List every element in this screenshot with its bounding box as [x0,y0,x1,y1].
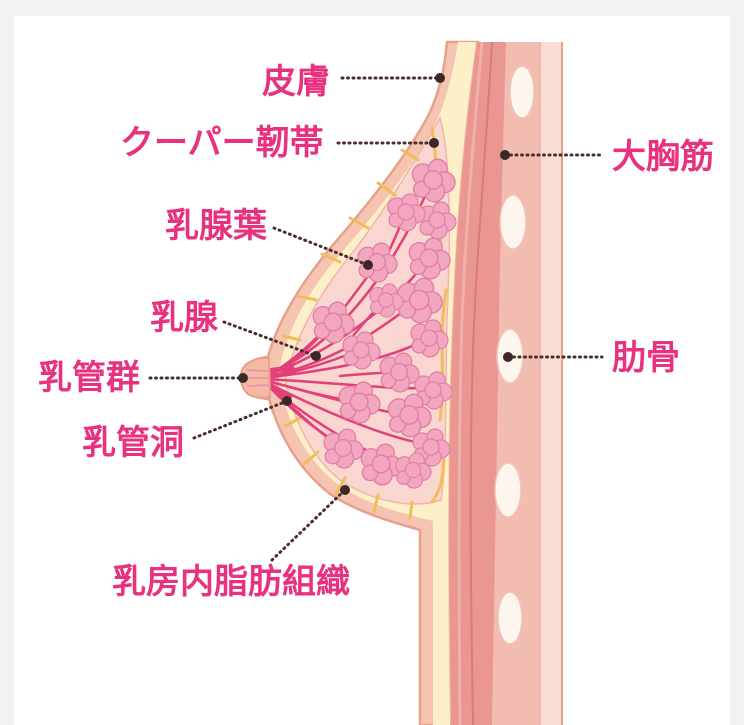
label-rib: 肋骨 [612,338,680,378]
cooper-ligament [320,252,342,264]
cooper-ligament [334,476,347,496]
leader-dot-adipose-tissue [340,485,350,495]
cooper-ligament [296,294,318,302]
rib [509,65,535,119]
muscle-highlight [457,41,484,725]
muscle-fiber-line [469,41,493,725]
label-skin: 皮膚 [262,62,330,102]
leader-dot-pectoralis-major [500,150,510,160]
leader-dot-skin [435,73,445,83]
cooper-ligament [283,416,302,428]
rib [497,591,523,645]
nipple-duct-line [247,384,269,387]
label-adipose-tissue: 乳房内脂肪組織 [112,562,350,602]
rib [499,194,527,250]
leader-dot-rib [503,352,513,362]
label-cooper-ligament: クーパー靭帯 [120,123,324,163]
cooper-ligament [376,181,397,197]
cooper-ligament [400,148,420,162]
rib [494,462,522,518]
label-pectoralis-major: 大胸筋 [612,137,714,177]
label-lactiferous-ducts: 乳管群 [38,358,140,398]
label-mammary-lobe: 乳腺葉 [165,206,267,246]
leader-line-adipose-tissue [270,488,347,562]
cooper-ligament [281,334,302,342]
leader-dot-mammary-lobe [363,260,373,270]
leader-dot-mammary-gland [311,351,321,361]
cooper-ligament [438,288,448,422]
leader-dot-lactiferous-ducts [238,373,248,383]
leader-dot-cooper-ligament [429,138,439,148]
nipple-duct-line [246,369,269,372]
label-mammary-gland: 乳腺 [150,298,218,338]
cooper-ligament [372,493,380,514]
cooper-ligament [348,216,370,230]
cooper-ligament [302,450,320,466]
leader-line-lactiferous-sinus [192,399,289,440]
leader-line-mammary-gland [222,320,318,358]
label-lactiferous-sinus: 乳管洞 [82,423,184,463]
leader-dot-lactiferous-sinus [282,396,292,406]
pectoralis-major-muscle [450,42,506,725]
leader-line-mammary-lobe [272,226,370,267]
cooper-ligament [408,500,414,520]
